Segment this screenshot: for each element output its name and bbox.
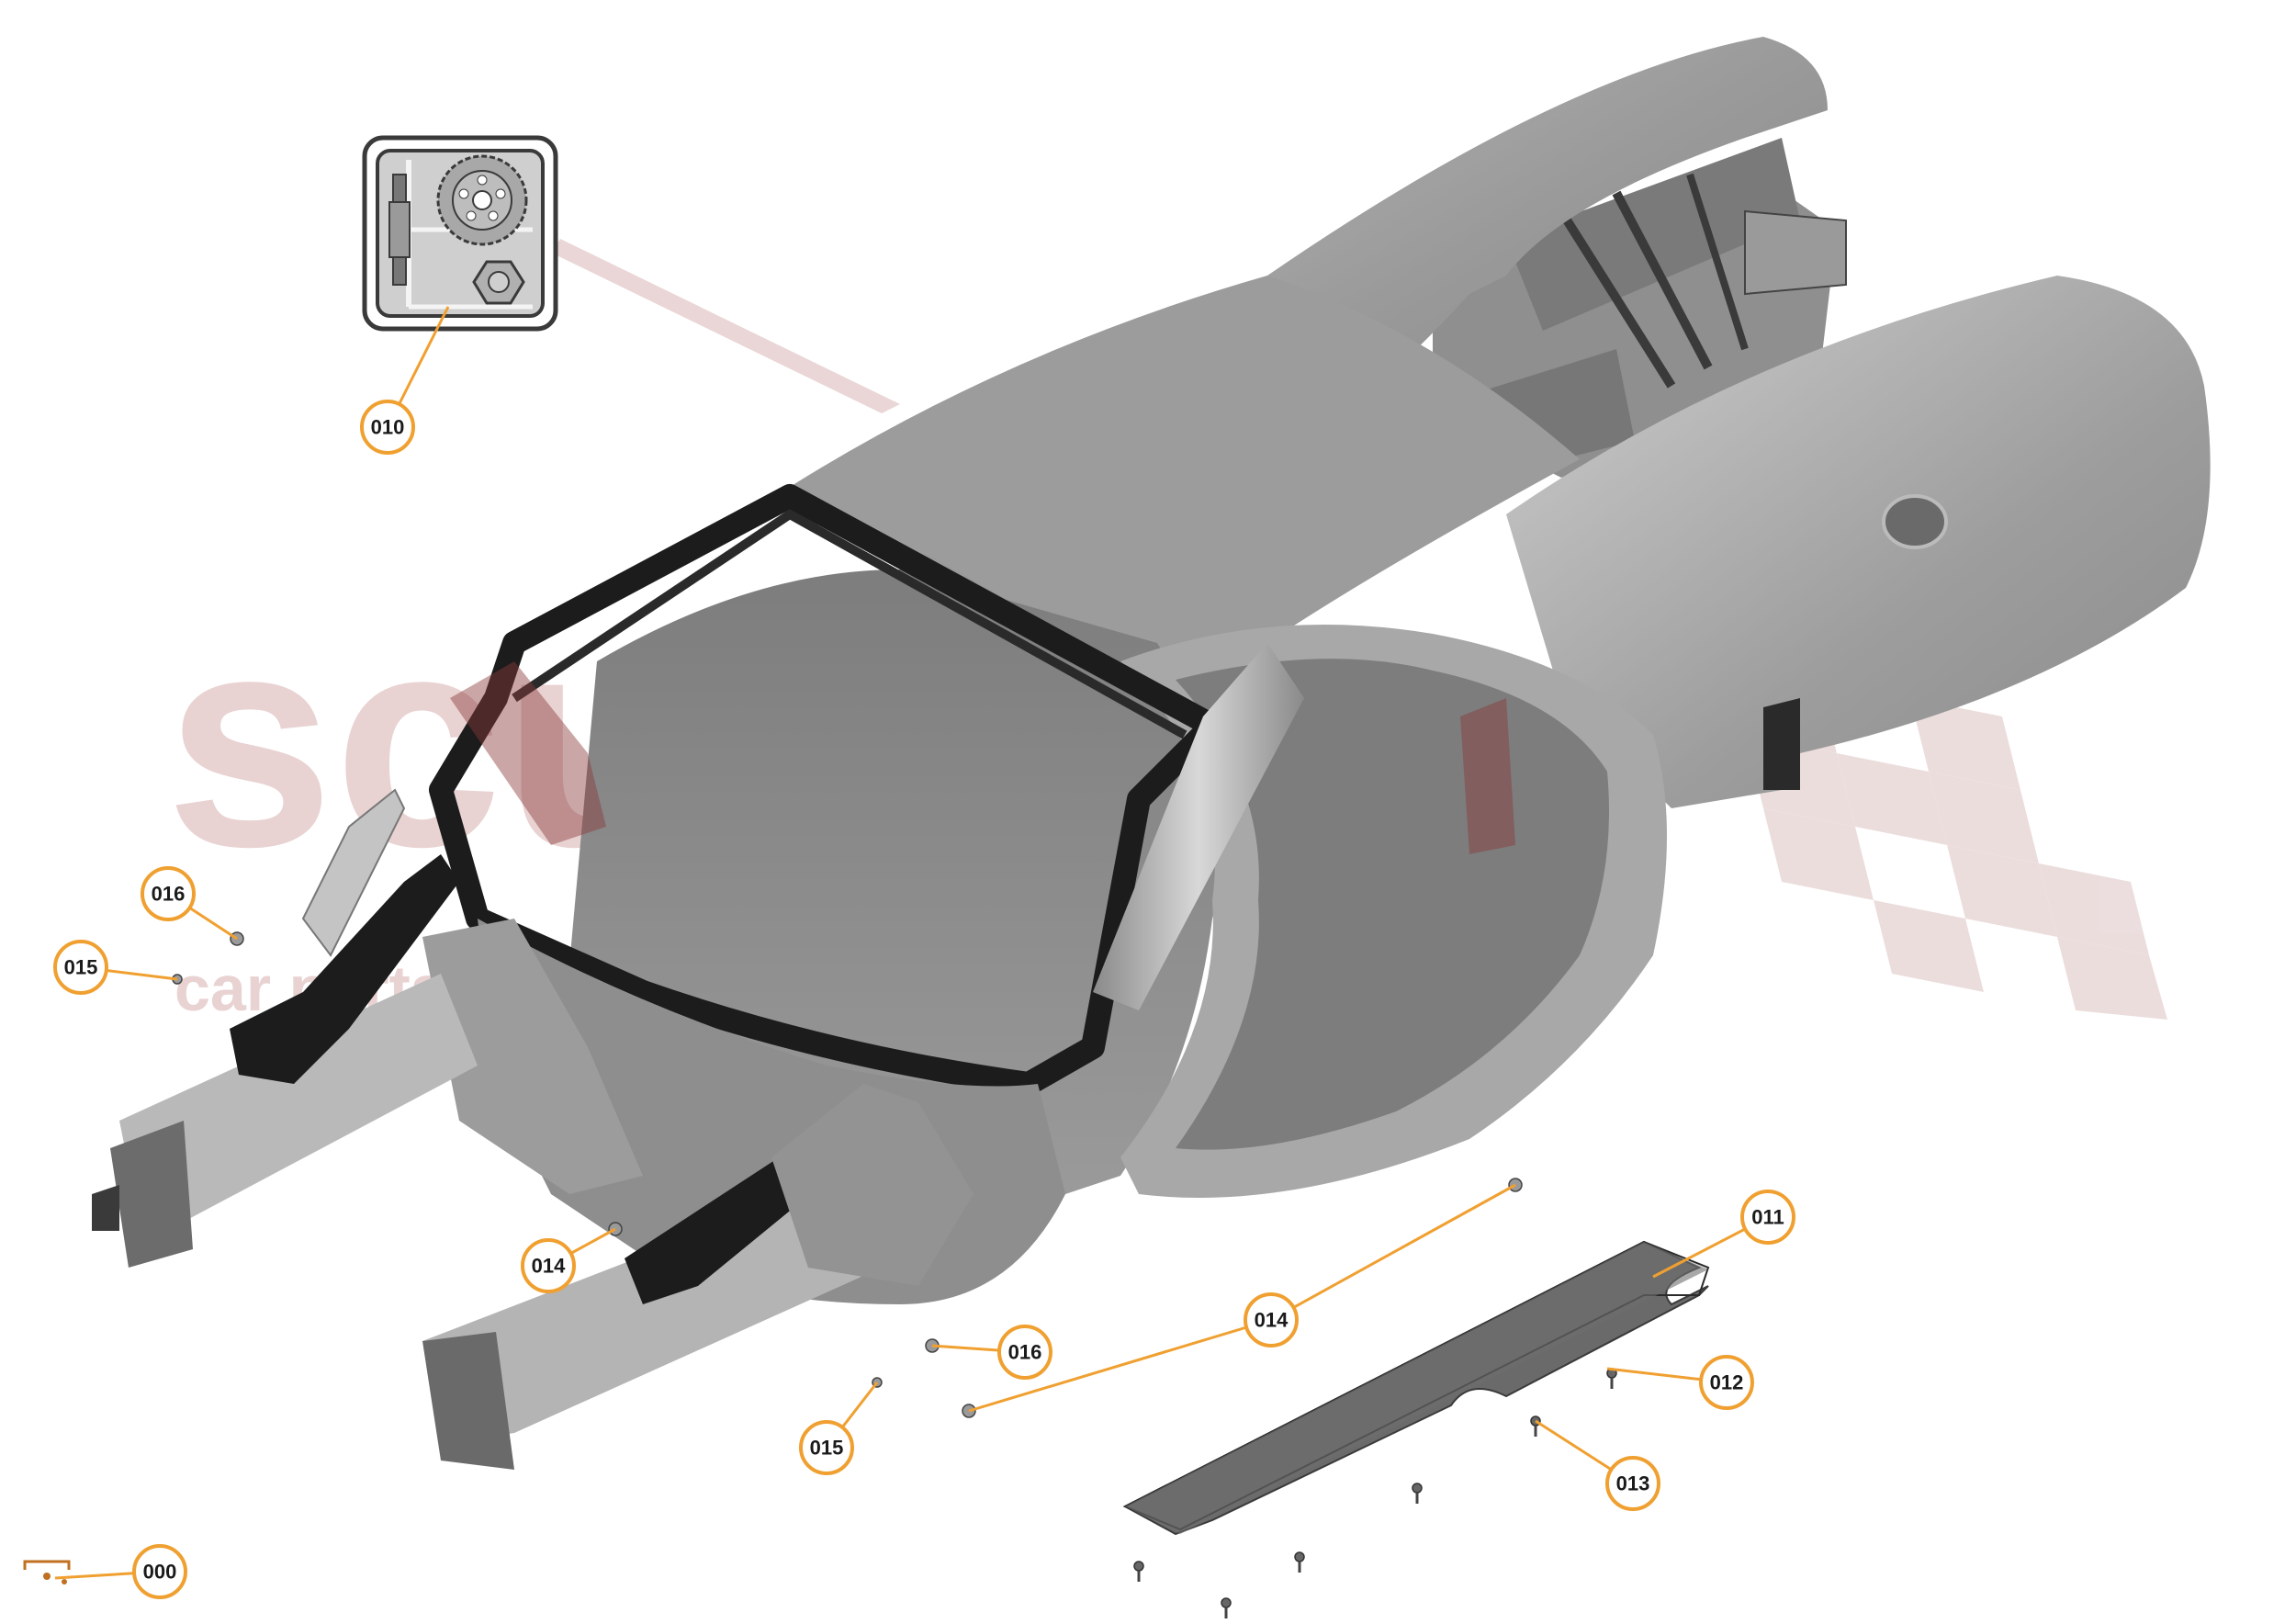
- callout-014-undertray[interactable]: 014: [1244, 1292, 1299, 1348]
- front-left-rail: [119, 974, 478, 1222]
- front-right-strut: [771, 1084, 974, 1286]
- callout-label: 015: [810, 1437, 844, 1460]
- callout-label: 016: [1008, 1341, 1042, 1364]
- rear-fender: [1506, 276, 2211, 808]
- interior-trim-left: [450, 661, 606, 845]
- front-left-tower: [301, 788, 406, 957]
- roof-top: [790, 276, 1580, 698]
- bracket-symbol-icon: [23, 1560, 71, 1585]
- callout-012[interactable]: 012: [1699, 1355, 1754, 1410]
- undertray-panel: [1122, 1240, 1710, 1618]
- front-right-rail: [422, 1185, 882, 1442]
- callout-label: 014: [1255, 1309, 1289, 1332]
- spark-plug-gear-nut-kit-icon[interactable]: [362, 135, 558, 332]
- callout-016-center[interactable]: 016: [997, 1325, 1052, 1380]
- callout-015-front-left[interactable]: 015: [53, 940, 108, 995]
- a-pillar: [1093, 643, 1304, 1010]
- b-pillar-bracket: [1763, 698, 1800, 790]
- front-left-bracket: [230, 854, 459, 1084]
- callout-014-front-right[interactable]: 014: [521, 1238, 576, 1293]
- callout-label: 010: [371, 416, 405, 439]
- callout-013[interactable]: 013: [1605, 1456, 1660, 1511]
- interior-trim-right: [1460, 698, 1515, 854]
- watermark-streak: [551, 239, 900, 413]
- windscreen-header: [512, 509, 1187, 739]
- callout-016-front-left[interactable]: 016: [141, 866, 196, 921]
- fuel-cap: [1882, 494, 1948, 549]
- callout-label: 000: [143, 1561, 177, 1584]
- door-opening-inner: [1176, 659, 1609, 1150]
- callout-label: 014: [532, 1255, 566, 1278]
- front-left-crash-can: [110, 1121, 193, 1268]
- callout-000[interactable]: 000: [132, 1544, 187, 1599]
- callout-015-center[interactable]: 015: [799, 1420, 854, 1475]
- callout-011[interactable]: 011: [1740, 1190, 1795, 1245]
- callout-label: 015: [64, 956, 98, 979]
- callout-label: 011: [1751, 1206, 1784, 1229]
- car-body-shell: [92, 37, 2211, 1470]
- undertray-screws: [1133, 1368, 1617, 1618]
- callout-label: 016: [152, 883, 186, 906]
- front-left-strut: [422, 919, 643, 1194]
- checkered-flag-watermark: [1727, 661, 2167, 1020]
- callout-label: 012: [1710, 1371, 1744, 1394]
- windscreen-frame: [429, 484, 1224, 1096]
- front-right-crash-can: [422, 1332, 514, 1470]
- callout-label: 013: [1616, 1472, 1650, 1495]
- callout-010[interactable]: 010: [360, 400, 415, 455]
